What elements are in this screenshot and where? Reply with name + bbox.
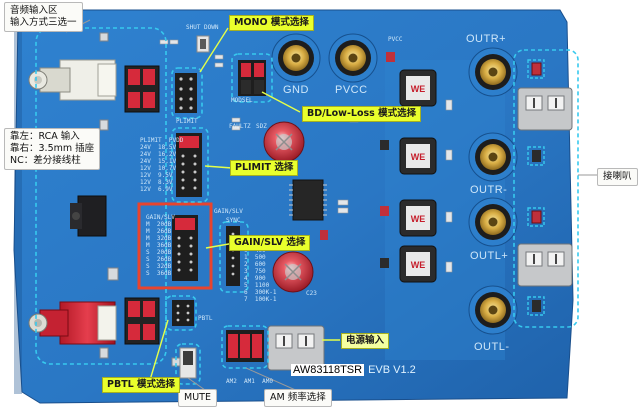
post-outl-minus xyxy=(468,285,518,335)
shutdown-switch xyxy=(196,35,210,53)
dashed-input-area xyxy=(35,27,167,365)
power-terminal xyxy=(267,325,325,371)
post-outl-plus xyxy=(468,197,518,247)
silk-plimit: PLIMIT xyxy=(176,118,198,125)
callout-mute: MUTE xyxy=(178,389,217,407)
leader-lines xyxy=(149,27,340,381)
test-pins-left xyxy=(99,32,181,367)
audio-35mm-jack xyxy=(70,195,107,237)
dashed-regions xyxy=(35,27,579,385)
dashed-plimit xyxy=(171,127,209,203)
am-jumpers xyxy=(226,330,264,362)
inductor-2: WE xyxy=(399,137,437,175)
speaker-terminal-l xyxy=(517,243,573,287)
label-gnd: GND xyxy=(283,84,309,96)
label-outl-minus: OUTL- xyxy=(474,341,510,353)
board-name-part2: EVB V1.2 xyxy=(368,364,416,376)
plimit-header xyxy=(176,133,202,197)
pbtl-header xyxy=(172,300,194,326)
badge-plimit: PLIMIT 选择 xyxy=(230,160,299,176)
callout-speaker: 接喇叭 xyxy=(597,168,638,186)
dashed-mute xyxy=(175,343,201,385)
label-outr-minus: OUTR- xyxy=(470,184,508,196)
badge-power-input: 电源输入 xyxy=(341,333,390,349)
input-jumper-group-top xyxy=(124,65,160,113)
board-name-part1: AW83118TSR xyxy=(291,364,365,376)
silk-sync: SYNC xyxy=(226,217,241,224)
dashed-mono xyxy=(171,67,203,119)
svg-text:WE: WE xyxy=(411,152,426,162)
label-pvcc: PVCC xyxy=(335,84,368,96)
badge-gain-slv: GAIN/SLV 选择 xyxy=(229,235,311,251)
inductor-3: WE xyxy=(399,199,437,237)
inductor-4: WE xyxy=(399,245,437,283)
silk-faultz: FAULTZ xyxy=(229,123,251,130)
badge-mono: MONO 模式选择 xyxy=(229,15,314,31)
badge-bd-lowloss: BD/Low-Loss 模式选择 xyxy=(302,106,422,122)
silk-modsel: MODSEL xyxy=(231,97,253,104)
silk-pbtl: PBTL xyxy=(198,315,213,322)
board-edge-shadow xyxy=(14,14,22,394)
dashed-pin-markers xyxy=(527,59,545,316)
callout-input-modes: 靠左：RCA 输入 靠右：3.5mm 插座 NC：差分接线柱 xyxy=(4,128,101,170)
dashed-pbtl xyxy=(165,295,197,331)
capacitor-top xyxy=(263,121,305,163)
amplifier-ic xyxy=(289,179,327,221)
post-outr-minus xyxy=(468,132,518,182)
dashed-am-header xyxy=(219,221,249,293)
label-outr-plus: OUTR+ xyxy=(466,33,507,45)
dashed-am-jumpers xyxy=(221,325,269,369)
silk-gain-slv: GAIN/SLV xyxy=(214,208,243,215)
capacitor-bottom xyxy=(272,251,314,293)
test-pins-right xyxy=(320,52,542,312)
svg-text:WE: WE xyxy=(411,260,426,270)
silk-gain-table: GAIN/SLV M 20dB M 26dB M 32dB M 36dB S 2… xyxy=(146,214,175,277)
post-pvcc xyxy=(328,33,378,83)
gain-slv-header xyxy=(172,215,198,281)
rca-white-jack xyxy=(28,59,117,101)
callout-am-freq: AM 频率选择 xyxy=(264,389,332,407)
rca-red-jack xyxy=(28,301,117,345)
inductor-1: WE xyxy=(399,69,437,107)
input-jumper-group-bottom xyxy=(124,297,160,345)
dashed-modsel xyxy=(231,53,273,103)
svg-text:WE: WE xyxy=(411,84,426,94)
post-outr-plus xyxy=(468,47,518,97)
mute-toggle xyxy=(179,347,197,379)
callout-audio-input: 音频输入区 输入方式三选一 xyxy=(4,2,83,32)
silk-am-labels: AM2 AM1 AM0 xyxy=(226,378,273,385)
silk-sdz: SDZ xyxy=(256,123,267,130)
silk-shut-down: SHUT DOWN xyxy=(186,24,219,31)
silk-c23: C23 xyxy=(306,290,317,297)
gain-slv-highlight-frame xyxy=(137,202,213,290)
mono-header xyxy=(175,73,197,113)
silk-pvcc-small: PVCC xyxy=(388,36,403,43)
silk-plimit-table: PLIMIT PVDD 24V 18.5V 24V 16.2V 24V 15.1… xyxy=(140,137,184,193)
badge-pbtl: PBTL 模式选择 xyxy=(102,377,181,393)
label-outl-plus: OUTL+ xyxy=(470,250,509,262)
svg-text:WE: WE xyxy=(411,214,426,224)
speaker-terminal-r xyxy=(517,87,573,131)
dashed-speaker-area xyxy=(513,49,579,328)
post-gnd xyxy=(271,33,321,83)
modsel-header xyxy=(238,60,266,96)
